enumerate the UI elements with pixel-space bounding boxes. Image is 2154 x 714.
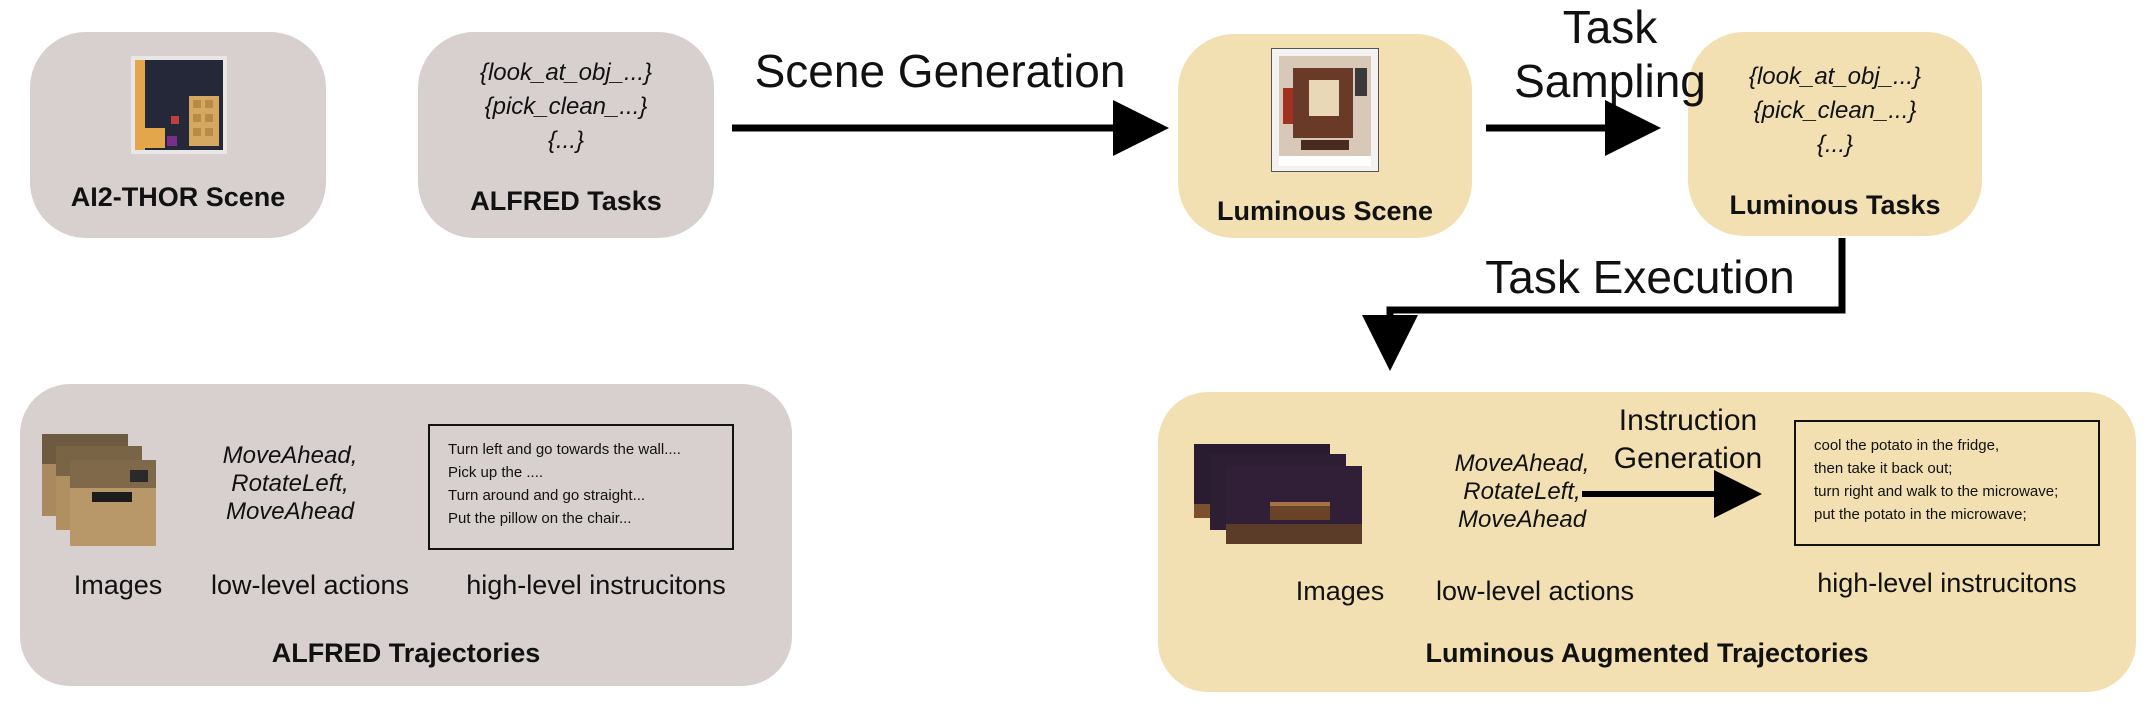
luminous-trajectories-title: Luminous Augmented Trajectories: [1425, 638, 1869, 668]
ai2thor-scene-thumbnail: [131, 56, 227, 154]
alfred-trajectories-box: Images MoveAhead, RotateLeft, MoveAhead …: [20, 384, 792, 686]
alfred-action-item: MoveAhead,: [222, 442, 358, 469]
ai2thor-scene-title: AI2-THOR Scene: [70, 182, 286, 212]
task-execution-arrow: [1362, 238, 1846, 371]
alfred-images-label: Images: [73, 570, 163, 600]
alfred-trajectories-title: ALFRED Trajectories: [271, 638, 541, 668]
luminous-instructions-label: high-level instrucitons: [1817, 568, 2077, 598]
luminous-task-list: {look_at_obj_...} {pick_clean_...} {...}: [1688, 60, 1982, 162]
luminous-scene-box: Luminous Scene: [1178, 34, 1472, 238]
luminous-task-item: {look_at_obj_...}: [1748, 63, 1922, 90]
luminous-scene-title: Luminous Scene: [1216, 196, 1434, 226]
luminous-trajectories-box: Images MoveAhead, RotateLeft, MoveAhead …: [1158, 392, 2136, 692]
luminous-instruction-line: cool the potato in the fridge,: [1814, 437, 2000, 454]
alfred-instruction-line: Put the pillow on the chair...: [448, 510, 632, 527]
alfred-task-list: {look_at_obj_...} {pick_clean_...} {...}: [418, 56, 714, 158]
instruction-generation-line: Instruction: [1618, 404, 1758, 437]
luminous-task-item: {pick_clean_...}: [1753, 97, 1917, 124]
luminous-action-item: MoveAhead,: [1454, 450, 1590, 477]
luminous-action-item: RotateLeft,: [1463, 478, 1581, 505]
task-sampling-label: Task Sampling: [1460, 0, 1760, 108]
alfred-action-item: MoveAhead: [225, 498, 355, 525]
luminous-instructions-box: cool the potato in the fridge, then take…: [1794, 420, 2100, 546]
alfred-instruction-line: Turn around and go straight...: [448, 487, 646, 504]
alfred-instruction-line: Turn left and go towards the wall....: [448, 441, 681, 458]
luminous-action-item: MoveAhead: [1457, 506, 1587, 533]
alfred-tasks-box: {look_at_obj_...} {pick_clean_...} {...}…: [418, 32, 714, 238]
luminous-task-item: {...}: [1816, 131, 1854, 158]
luminous-instruction-line: then take it back out;: [1814, 460, 1953, 477]
alfred-action-item: RotateLeft,: [231, 470, 349, 497]
luminous-tasks-title: Luminous Tasks: [1729, 190, 1941, 220]
alfred-task-item: {...}: [547, 127, 585, 154]
luminous-actions-list: MoveAhead, RotateLeft, MoveAhead: [1422, 450, 1622, 534]
alfred-actions-label: low-level actions: [210, 570, 410, 600]
instruction-generation-line: Generation: [1613, 442, 1763, 475]
alfred-task-item: {pick_clean_...}: [484, 93, 648, 120]
task-sampling-line: Task: [1562, 1, 1658, 53]
task-execution-label: Task Execution: [1485, 251, 1795, 303]
alfred-task-item: {look_at_obj_...}: [479, 59, 653, 86]
luminous-instruction-line: turn right and walk to the microwave;: [1814, 483, 2059, 500]
instruction-generation-label: Instruction Generation: [1558, 402, 1818, 478]
luminous-tasks-box: {look_at_obj_...} {pick_clean_...} {...}…: [1688, 32, 1982, 236]
luminous-images-label: Images: [1295, 576, 1385, 606]
alfred-actions-list: MoveAhead, RotateLeft, MoveAhead: [180, 442, 400, 526]
alfred-instructions-box: Turn left and go towards the wall.... Pi…: [428, 424, 734, 550]
luminous-image-stack: [1194, 444, 1362, 544]
task-sampling-line: Sampling: [1514, 55, 1706, 107]
scene-generation-label: Scene Generation: [754, 45, 1126, 97]
alfred-instructions-label: high-level instrucitons: [466, 570, 726, 600]
luminous-actions-label: low-level actions: [1435, 576, 1635, 606]
ai2thor-scene-box: AI2-THOR Scene: [30, 32, 326, 238]
luminous-scene-thumbnail: [1271, 48, 1379, 172]
alfred-image-stack: [42, 434, 156, 546]
alfred-instruction-line: Pick up the ....: [448, 464, 544, 481]
alfred-tasks-title: ALFRED Tasks: [470, 186, 662, 216]
luminous-instruction-line: put the potato in the microwave;: [1814, 506, 2027, 523]
